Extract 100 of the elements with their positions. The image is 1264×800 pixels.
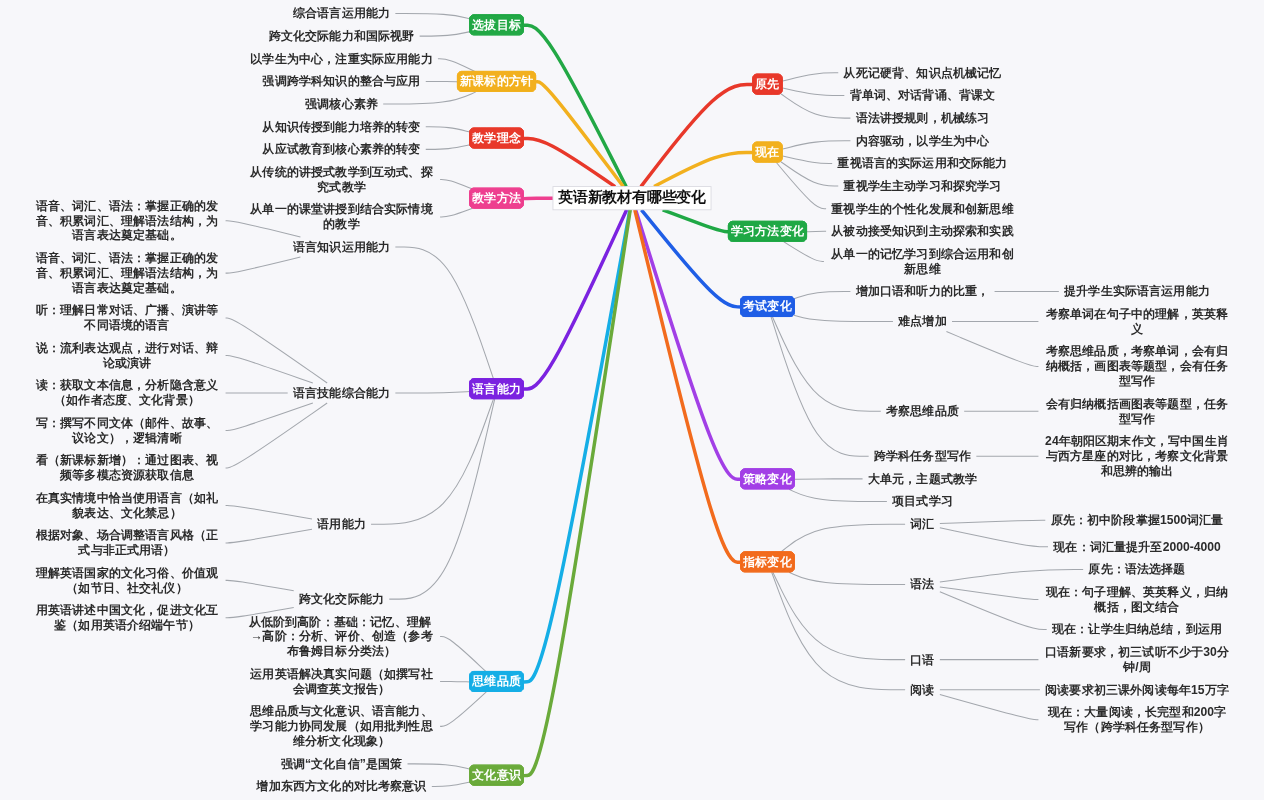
connector xyxy=(994,290,1060,292)
connector xyxy=(225,579,295,592)
connector xyxy=(225,220,301,238)
node-text: 阅读要求初三课外阅读每年15万字 xyxy=(1045,682,1229,697)
node-text: 思维品质与文化意识、语言能力、学习能力协同发展（如用批判性思维分析文化现象） xyxy=(250,704,433,748)
connector xyxy=(225,606,295,619)
connector xyxy=(788,571,906,585)
connector xyxy=(772,571,906,661)
node-text: 现在：词汇量提升至2000-4000 xyxy=(1053,539,1221,554)
connector xyxy=(775,162,827,210)
node-text: 跨学科任务型写作 xyxy=(873,448,972,463)
connector xyxy=(225,392,289,394)
node-text: 强调跨学科知识的整合与应用 xyxy=(262,74,421,88)
connector xyxy=(425,126,471,133)
connector xyxy=(382,91,477,105)
connector xyxy=(782,72,839,82)
connector xyxy=(225,402,328,469)
node-text: 重视语言的实际运用和交际能力 xyxy=(837,155,1008,170)
connector xyxy=(662,208,730,234)
node-text: 语法讲授规则，机械练习 xyxy=(855,110,990,125)
node-text: 语音、词汇、语法：掌握正确的发音、积累词汇、理解语法结构，为语言表达奠定基础。 xyxy=(35,198,219,243)
node-text: 原先：语法选择题 xyxy=(1088,562,1186,576)
connector xyxy=(225,402,314,431)
connector xyxy=(806,230,827,233)
connector xyxy=(793,290,851,300)
node-text: 会有归纳概括画图表等题型，任务型写作 xyxy=(1045,396,1229,426)
connector xyxy=(771,571,906,691)
node-text: 听：理解日常对话、广播、演讲等不同语境的语言 xyxy=(35,303,219,332)
node-text: 24年朝阳区期末作文，写中国生肖与西方星座的对比，考察文化背景和思辨的输出 xyxy=(1045,433,1229,478)
node-text: 语音、词汇、语法：掌握正确的发音、积累词汇、理解语法结构，为语言表达奠定基础。 xyxy=(35,250,219,295)
connector xyxy=(370,398,494,525)
node-text: 从应试教育到核心素养的转变 xyxy=(262,141,421,156)
connector xyxy=(225,504,313,520)
node-text: 提升学生实际语言运用能力 xyxy=(1064,284,1210,298)
connector xyxy=(951,321,1039,323)
node-text: 口语 xyxy=(910,652,935,667)
connector xyxy=(523,209,629,391)
node-text: 从传统的讲授式教学到互动式、探究式教学 xyxy=(250,164,433,194)
node-text: 现在：句子理解、英英释义，归纳概括，图文结合 xyxy=(1045,584,1229,614)
connector xyxy=(771,316,882,412)
node-text: 在真实情境中恰当使用语言（如礼貌表达、文化禁忌） xyxy=(35,490,219,520)
connector xyxy=(439,178,474,190)
node-text: 重视学生的个性化发展和创新思维 xyxy=(831,201,1014,216)
connector xyxy=(425,80,459,83)
node-box: 英语新教材有哪些变化 xyxy=(552,186,712,211)
node-text: 写：撰写不同文体（邮件、故事、议论文），逻辑清晰 xyxy=(35,415,219,445)
connector xyxy=(782,155,833,164)
connector xyxy=(425,144,471,150)
connector xyxy=(640,208,742,309)
connector xyxy=(939,519,1046,525)
node-text: 大单元，主题式教学 xyxy=(867,471,978,486)
node-text: 从单一的课堂讲授到结合实际情境的教学 xyxy=(250,202,433,231)
node-text: 强调核心素养 xyxy=(305,96,378,111)
connector xyxy=(788,488,888,503)
node-text: 项目式学习 xyxy=(892,494,953,508)
connector xyxy=(639,82,754,188)
node-text: 理解英语国家的文化习俗、价值观（如节日、社交礼仪） xyxy=(35,565,219,595)
node-text: 从被动接受知识到主动探索和实践 xyxy=(831,223,1014,238)
node-text: 以学生为中心，注重实际应用能力 xyxy=(250,51,433,66)
connector xyxy=(939,591,1048,631)
connector xyxy=(975,455,1039,457)
connector xyxy=(419,31,471,37)
connector xyxy=(782,140,851,150)
connector xyxy=(439,680,471,683)
node-text: 内容驱动，以学生为中心 xyxy=(855,133,990,148)
node-text: 现在：让学生归纳总结，到运用 xyxy=(1051,622,1223,637)
node-text: 难点增加 xyxy=(898,314,947,329)
node-text: 原先：初中阶段掌握1500词汇量 xyxy=(1050,512,1224,527)
connector xyxy=(939,659,1039,661)
connector xyxy=(225,355,314,384)
connector xyxy=(783,241,825,262)
connector xyxy=(407,763,471,770)
connector xyxy=(388,398,496,600)
node-text: 根据对象、场合调整语言风格（正式与非正式用语） xyxy=(35,528,219,557)
connector xyxy=(439,691,487,727)
node-text: 运用英语解决真实问题（如撰写社会调查英文报告） xyxy=(250,666,433,696)
node-text: 增加口语和听力的比重， xyxy=(855,284,990,298)
connector xyxy=(780,161,839,187)
node-text: 用英语讲述中国文化，促进文化互鉴（如用英语介绍端午节） xyxy=(35,603,219,632)
node-text: 跨文化交际能力 xyxy=(298,591,385,606)
node-text: 考察单词在句子中的理解，英英释义 xyxy=(1045,306,1229,336)
connector xyxy=(939,568,1084,583)
connector xyxy=(939,694,1039,721)
connector xyxy=(770,316,870,457)
node-text: 从知识传授到能力培养的转变 xyxy=(262,119,421,134)
node-text: 读：获取文本信息，分析隐含意义（如作者态度、文化背景） xyxy=(35,378,219,407)
node-text: 考察思维品质 xyxy=(886,403,959,418)
node-text: 跨文化交际能力和国际视野 xyxy=(268,28,415,43)
node-text: 词汇 xyxy=(910,516,935,531)
connector xyxy=(225,528,313,544)
node-text: 综合语言运用能力 xyxy=(292,6,391,20)
connector xyxy=(793,314,894,323)
node-text: 语法 xyxy=(910,577,935,591)
connector xyxy=(939,586,1039,601)
connector xyxy=(963,410,1039,412)
node-text: 重视学生主动学习和探究学习 xyxy=(843,178,1002,193)
connector xyxy=(394,391,471,394)
connector xyxy=(633,209,742,564)
node-text: 背单词、对话背诵、背课文 xyxy=(849,88,996,102)
connector xyxy=(939,689,1041,691)
